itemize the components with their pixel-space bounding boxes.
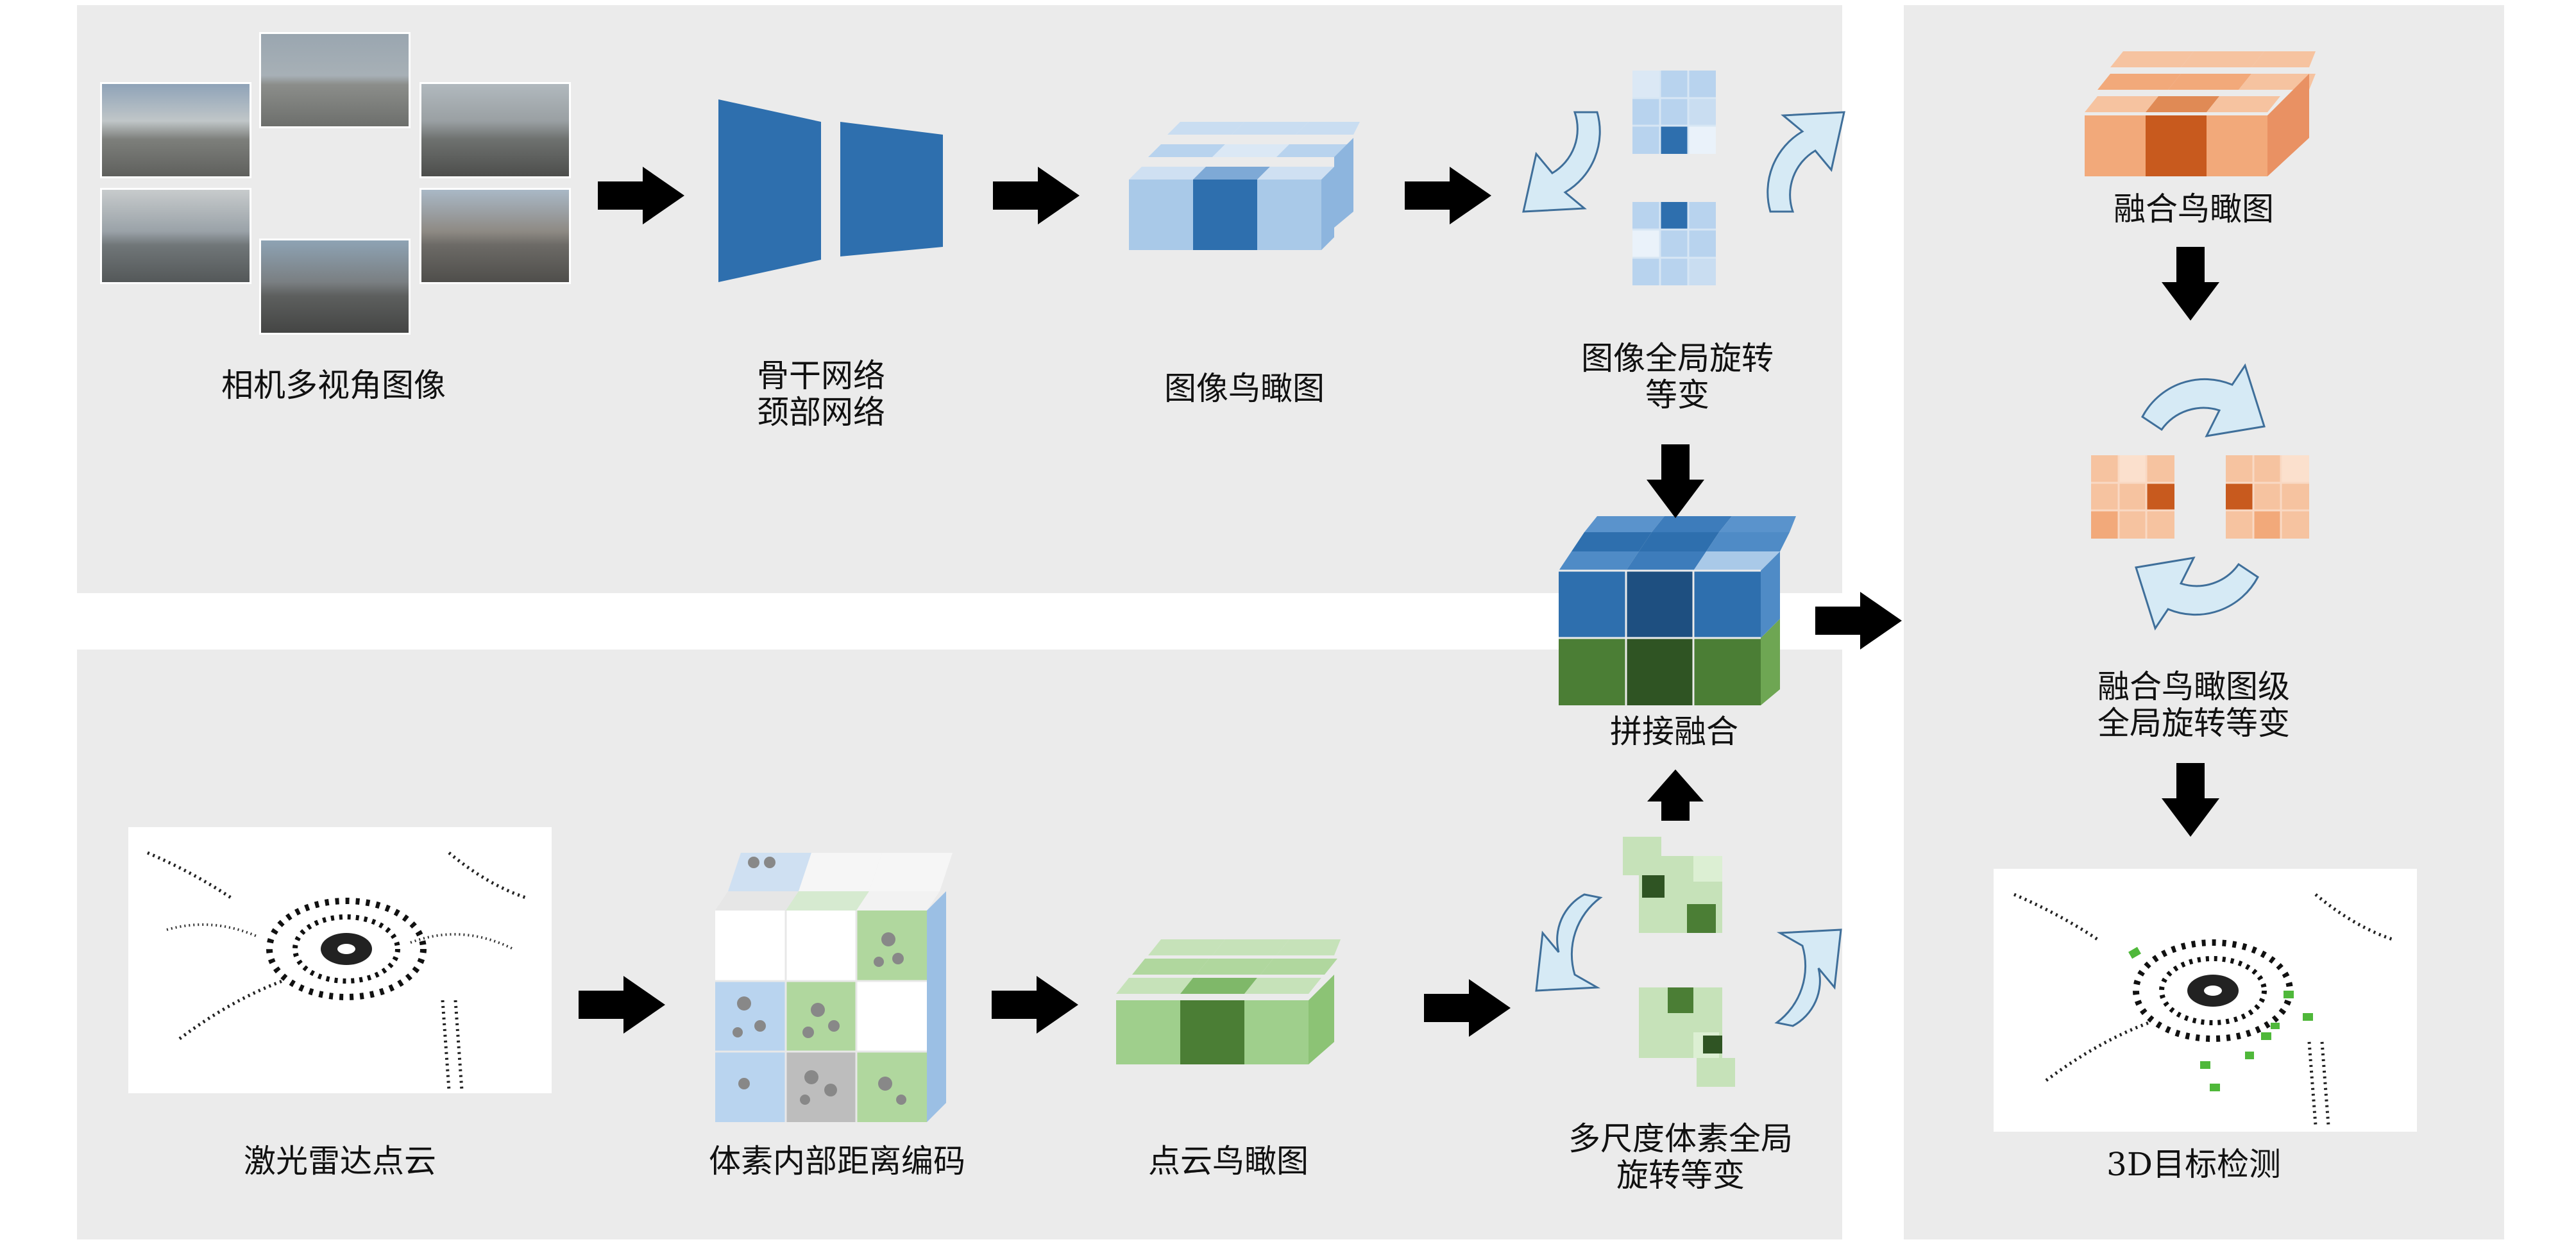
arrow-fused-bev-to-rotation bbox=[2162, 247, 2219, 321]
image-rotation-grid-top-icon bbox=[1632, 71, 1716, 154]
camera-image-front bbox=[259, 32, 411, 128]
multiscale-rotation-arrow-left-icon bbox=[1535, 893, 1603, 992]
camera-image-front-left bbox=[100, 82, 251, 178]
detection-label: 3D目标检测 bbox=[2106, 1146, 2281, 1183]
backbone-label-line2: 颈部网络 bbox=[757, 394, 885, 431]
arrow-camera-to-backbone bbox=[598, 167, 684, 224]
multiscale-rotation-label-line2: 旋转等变 bbox=[1616, 1157, 1745, 1194]
image-bev-label: 图像鸟瞰图 bbox=[1164, 370, 1325, 407]
fused-bev-label: 融合鸟瞰图 bbox=[2114, 190, 2274, 228]
arrow-fused-rotation-to-detection bbox=[2162, 763, 2219, 837]
fused-rotation-arrow-bottom-icon bbox=[2135, 557, 2259, 631]
concat-fusion-cubes-icon bbox=[1559, 516, 1796, 705]
fused-rotation-label-line2: 全局旋转等变 bbox=[2097, 705, 2290, 742]
point-bev-cubes-icon bbox=[1116, 939, 1341, 1064]
camera-image-back-left bbox=[100, 188, 251, 284]
arrow-voxel-to-point-bev bbox=[992, 976, 1078, 1034]
camera-image-front-right bbox=[419, 82, 571, 178]
detection-result-image bbox=[1994, 869, 2417, 1132]
camera-label: 相机多视角图像 bbox=[221, 367, 446, 404]
fused-rotation-label-line1: 融合鸟瞰图级 bbox=[2097, 668, 2290, 705]
image-rotation-label-line1: 图像全局旋转 bbox=[1581, 340, 1774, 377]
backbone-network-icon bbox=[718, 99, 943, 282]
fused-rotation-arrow-top-icon bbox=[2141, 363, 2266, 437]
multiscale-rotation-grid-top-icon bbox=[1623, 837, 1722, 933]
camera-image-back-right bbox=[419, 188, 571, 284]
image-rotation-arrow-right-icon bbox=[1767, 111, 1845, 213]
arrow-multiscale-to-concat bbox=[1647, 769, 1704, 821]
arrow-image-bev-to-rotation bbox=[1405, 167, 1491, 224]
image-rotation-arrow-left-icon bbox=[1522, 111, 1601, 213]
fused-rotation-grid-left-icon bbox=[2091, 455, 2174, 539]
backbone-label-line1: 骨干网络 bbox=[757, 357, 885, 394]
multiscale-rotation-label-line1: 多尺度体素全局 bbox=[1568, 1120, 1793, 1157]
lidar-label: 激光雷达点云 bbox=[244, 1143, 436, 1180]
voxel-encoding-label: 体素内部距离编码 bbox=[709, 1143, 965, 1180]
concat-fusion-label: 拼接融合 bbox=[1610, 713, 1738, 750]
image-rotation-grid-bottom-icon bbox=[1632, 202, 1716, 285]
point-bev-label: 点云鸟瞰图 bbox=[1148, 1143, 1309, 1180]
fused-rotation-grid-right-icon bbox=[2226, 455, 2309, 539]
image-rotation-label-line2: 等变 bbox=[1645, 376, 1709, 414]
arrow-backbone-to-image-bev bbox=[993, 167, 1080, 224]
camera-image-back bbox=[259, 239, 411, 335]
multiscale-rotation-grid-bottom-icon bbox=[1639, 987, 1735, 1087]
lidar-point-cloud-image bbox=[128, 827, 552, 1093]
arrow-point-bev-to-multiscale bbox=[1424, 979, 1511, 1037]
voxel-encoding-cubes-icon bbox=[715, 853, 953, 1122]
multiscale-rotation-arrow-right-icon bbox=[1774, 928, 1842, 1027]
image-bev-cubes-icon bbox=[1129, 122, 1360, 250]
arrow-concat-to-output bbox=[1815, 592, 1902, 650]
arrow-lidar-to-voxel bbox=[579, 976, 665, 1034]
arrow-image-rotation-to-concat bbox=[1647, 444, 1704, 518]
fused-bev-cubes-icon bbox=[2085, 51, 2316, 176]
